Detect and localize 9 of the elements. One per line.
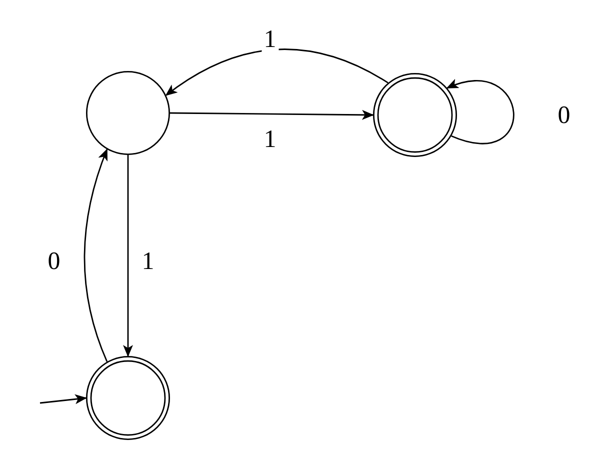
transition-arrow	[123, 155, 133, 357]
transition-arrow	[84, 148, 108, 362]
state-circle	[86, 71, 170, 155]
transition-arrow	[170, 110, 374, 120]
accepting-state-circle	[373, 73, 457, 157]
transition-arrow	[165, 48, 388, 96]
transition-arrow	[446, 80, 514, 144]
accepting-state-circle	[86, 356, 170, 440]
transition-arrow	[40, 394, 87, 404]
